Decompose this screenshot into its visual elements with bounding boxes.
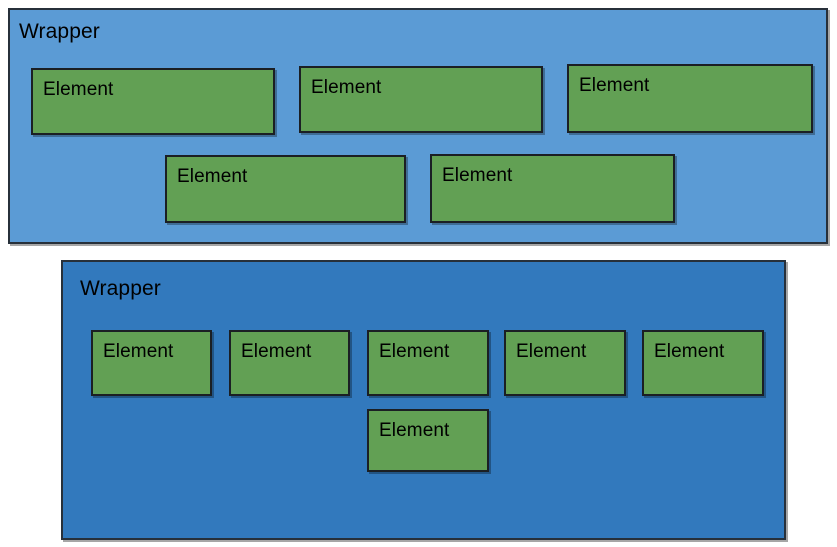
element-label: Element: [43, 79, 114, 100]
element-box[interactable]: Element: [367, 409, 489, 472]
element-label: Element: [379, 341, 450, 362]
element-label: Element: [241, 341, 312, 362]
wrapper-container-b[interactable]: Wrapper Element Element Element Element …: [61, 260, 786, 540]
element-box[interactable]: Element: [229, 330, 350, 396]
element-label: Element: [379, 420, 450, 441]
element-label: Element: [103, 341, 174, 362]
element-label: Element: [654, 341, 725, 362]
element-box[interactable]: Element: [91, 330, 212, 396]
element-label: Element: [516, 341, 587, 362]
element-box[interactable]: Element: [367, 330, 489, 396]
element-label: Element: [579, 75, 650, 96]
element-label: Element: [311, 77, 382, 98]
element-box[interactable]: Element: [299, 66, 543, 133]
element-label: Element: [442, 165, 513, 186]
wrapper-container-a[interactable]: Wrapper Element Element Element Element …: [8, 8, 828, 244]
element-box[interactable]: Element: [642, 330, 764, 396]
wrapper-a-label: Wrapper: [19, 20, 100, 43]
element-box[interactable]: Element: [430, 154, 675, 223]
element-box[interactable]: Element: [567, 64, 813, 133]
element-label: Element: [177, 166, 248, 187]
wrapper-b-label: Wrapper: [80, 277, 161, 300]
element-box[interactable]: Element: [504, 330, 626, 396]
element-box[interactable]: Element: [165, 155, 406, 223]
element-box[interactable]: Element: [31, 68, 275, 135]
